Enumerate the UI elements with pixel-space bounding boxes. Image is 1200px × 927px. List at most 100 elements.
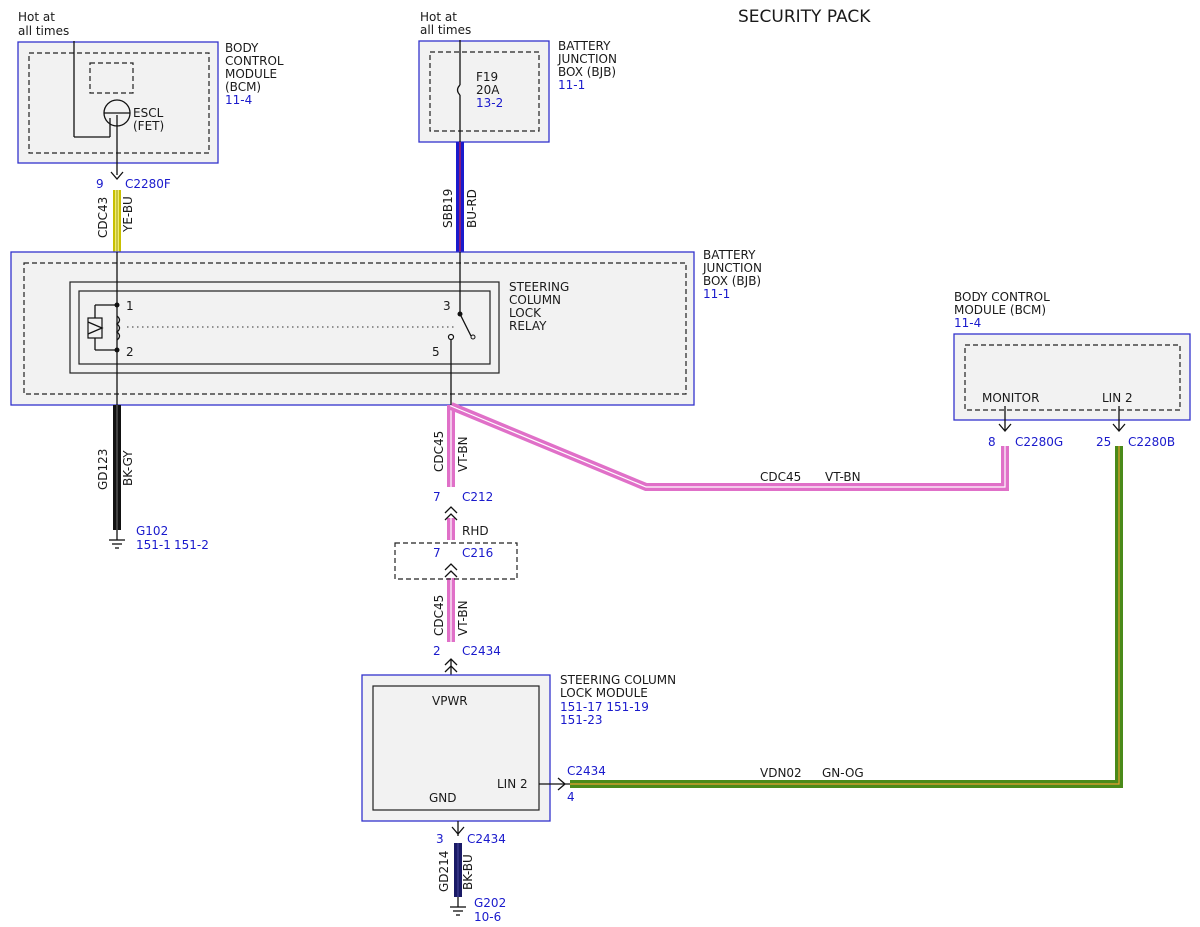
connector-c212-icon	[444, 506, 458, 514]
cdc45-b-color: VT-BN	[456, 600, 470, 636]
connector-c2280b-icon	[1112, 423, 1126, 432]
sbb19-circuit: SBB19	[441, 189, 455, 228]
gd123-color: BK-GY	[121, 450, 135, 486]
fuse-icon	[456, 84, 461, 96]
g202-ref: 10-6	[474, 910, 501, 924]
wire-cdc43	[113, 190, 121, 252]
g102-ref-2: 151-2	[174, 538, 209, 552]
bcm-right-label-2: MODULE (BCM)	[954, 303, 1046, 317]
bcm-top-ref: 11-4	[225, 93, 252, 107]
wire-gd214	[454, 843, 462, 907]
bcm-monitor-label: MONITOR	[982, 391, 1039, 405]
cdc45-b-circuit: CDC45	[432, 595, 446, 636]
bjb-relay-module	[10, 251, 695, 406]
c2434-vpwr-label: C2434	[462, 644, 501, 658]
cdc43-circuit: CDC43	[96, 197, 110, 238]
relay-pin-2: 2	[126, 345, 134, 359]
cdc45-a-color: VT-BN	[456, 436, 470, 472]
g102-ref-1: 151-1	[136, 538, 171, 552]
bcm-right-module	[953, 333, 1191, 430]
c2280g-pin: 8	[988, 435, 996, 449]
relay-label-2: COLUMN	[509, 293, 561, 307]
hot-label-left-2: all times	[18, 24, 69, 38]
cdc45-diag-circuit: CDC45	[760, 470, 801, 484]
sclm-label-1: STEERING COLUMN	[560, 673, 676, 687]
connector-c216-icon	[444, 563, 458, 571]
wire-cdc45-center	[447, 405, 455, 676]
c2280b-pin: 25	[1096, 435, 1111, 449]
sbb19-color: BU-RD	[465, 189, 479, 228]
connector-c2280f-icon	[110, 171, 124, 180]
relay-pin-5: 5	[432, 345, 440, 359]
hot-label-right-1: Hot at	[420, 10, 457, 24]
bjb-top-ref: 11-1	[558, 78, 585, 92]
relay-label-4: RELAY	[509, 319, 547, 333]
bcm-right-label-1: BODY CONTROL	[954, 290, 1050, 304]
bcm-lin-label: LIN 2	[1102, 391, 1133, 405]
relay-switch-icon	[459, 313, 472, 337]
c2280f-label: C2280F	[125, 177, 171, 191]
relay-label-1: STEERING	[509, 280, 569, 294]
gd214-color: BK-BU	[461, 854, 475, 890]
c2434-gnd-label: C2434	[467, 832, 506, 846]
bjb-top-label-2: JUNCTION	[557, 52, 617, 66]
ground-g202-icon	[450, 906, 466, 916]
bcm-top-label-4: (BCM)	[225, 80, 261, 94]
sclm-label-2: LOCK MODULE	[560, 686, 648, 700]
wire-vdn02	[570, 446, 1123, 788]
sclm-lin: LIN 2	[497, 777, 528, 791]
c2434-gnd-pin: 3	[436, 832, 444, 846]
escl-label-2: (FET)	[133, 119, 164, 133]
vdn02-circuit: VDN02	[760, 766, 802, 780]
connector-c2280g-icon	[998, 423, 1012, 432]
bjb-top-label-1: BATTERY	[558, 39, 611, 53]
c216-label: C216	[462, 546, 493, 560]
c2434-lin-label: C2434	[567, 764, 606, 778]
fuse-label-2: 20A	[476, 83, 500, 97]
relay-pin-1: 1	[126, 299, 134, 313]
cdc45-a-circuit: CDC45	[432, 431, 446, 472]
diode-icon	[87, 317, 103, 339]
bcm-top-module	[17, 41, 219, 175]
cdc45-diag-color: VT-BN	[825, 470, 861, 484]
bcm-right-ref: 11-4	[954, 316, 981, 330]
connector-c2434-vpwr-icon	[444, 658, 458, 666]
rhd-label: RHD	[462, 524, 489, 538]
gd214-circuit: GD214	[437, 851, 451, 892]
relay-label-3: LOCK	[509, 306, 542, 320]
g202-label: G202	[474, 896, 506, 910]
sclm-module	[361, 674, 570, 822]
c212-pin: 7	[433, 490, 441, 504]
page-title: SECURITY PACK	[738, 7, 871, 27]
bjb-relay-label-2: JUNCTION	[702, 261, 762, 275]
hot-label-right-2: all times	[420, 23, 471, 37]
c212-label: C212	[462, 490, 493, 504]
sclm-gnd: GND	[429, 791, 457, 805]
escl-label-1: ESCL	[133, 106, 164, 120]
sclm-ref-2: 151-23	[560, 713, 603, 727]
connector-c2434-lin-icon	[557, 777, 566, 791]
bjb-top-label-3: BOX (BJB)	[558, 65, 616, 79]
c2434-lin-pin: 4	[567, 790, 575, 804]
bcm-top-label-1: BODY	[225, 41, 259, 55]
gd123-circuit: GD123	[96, 449, 110, 490]
wire-cdc45-diag	[449, 402, 1009, 491]
relay-coil-icon	[115, 315, 121, 341]
wire-sbb19	[456, 142, 464, 252]
sclm-vpwr: VPWR	[432, 694, 468, 708]
sclm-ref-1: 151-17 151-19	[560, 700, 649, 714]
bcm-top-label-3: MODULE	[225, 67, 277, 81]
relay-pin-3: 3	[443, 299, 451, 313]
c216-pin: 7	[433, 546, 441, 560]
bjb-relay-label-1: BATTERY	[703, 248, 756, 262]
rhd-box	[394, 542, 518, 580]
c2280b-label: C2280B	[1128, 435, 1175, 449]
hot-label-left-1: Hot at	[18, 10, 55, 24]
vdn02-color: GN-OG	[822, 766, 864, 780]
bcm-top-label-2: CONTROL	[225, 54, 284, 68]
wire-gd123	[113, 405, 121, 540]
c2280g-label: C2280G	[1015, 435, 1063, 449]
cdc43-color: YE-BU	[121, 196, 135, 233]
